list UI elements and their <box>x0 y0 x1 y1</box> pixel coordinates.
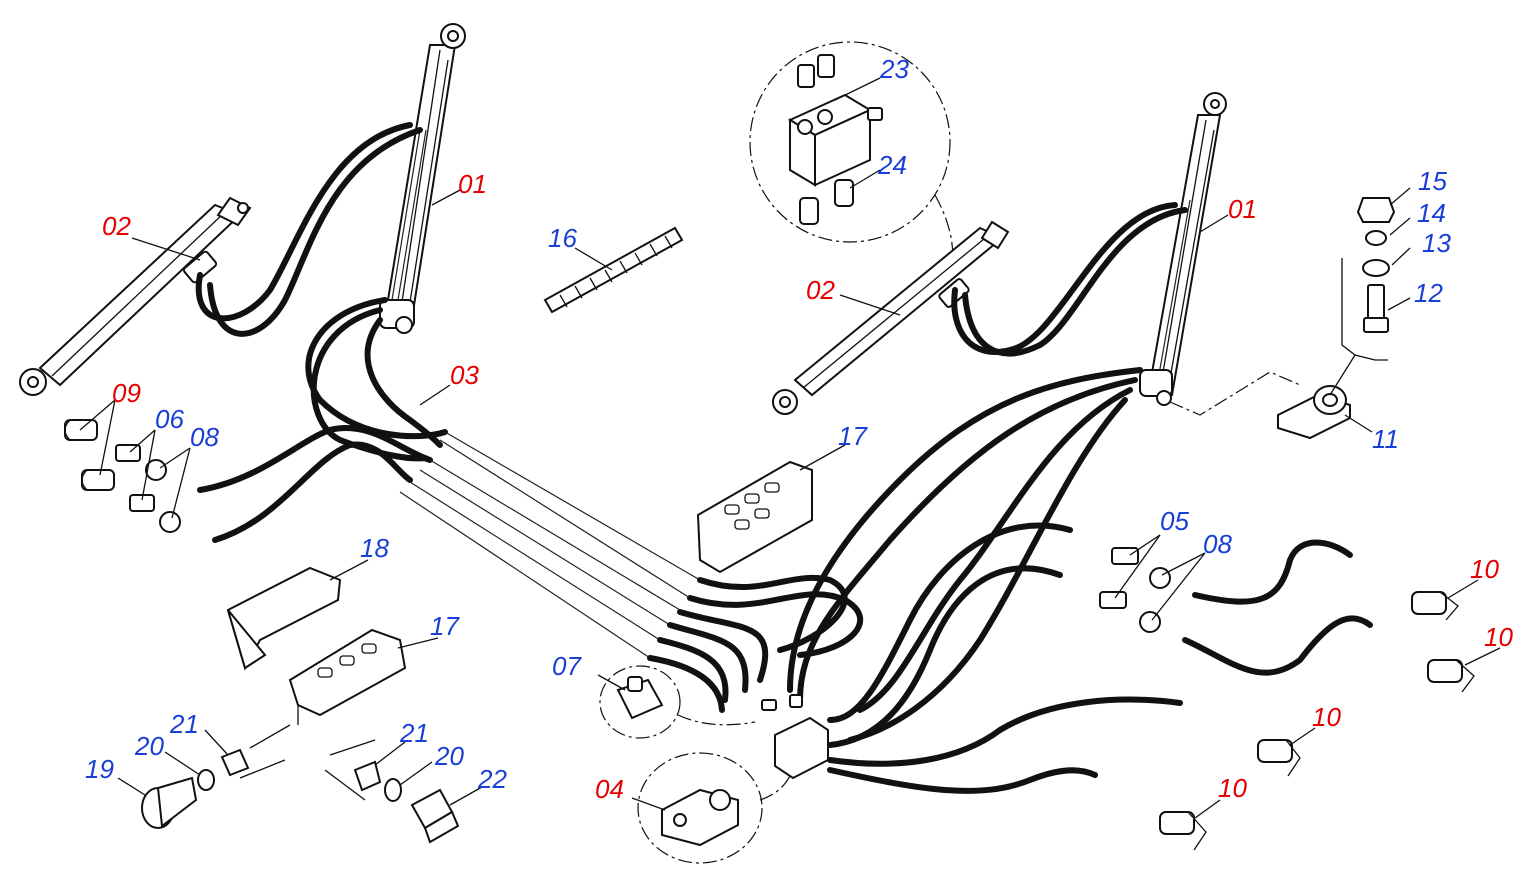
callout-16: 16 <box>548 223 577 253</box>
callout-17-left: 17 <box>430 611 460 641</box>
detail-circle-valve-block <box>749 41 951 243</box>
coupling-09-lower <box>81 469 115 491</box>
cylinder-01-right <box>1139 92 1227 406</box>
fitting-24 <box>799 179 854 225</box>
washer-20-right <box>384 778 402 802</box>
cylinder-02-left <box>19 196 252 396</box>
adapter-06 <box>115 444 155 512</box>
callout-02-middle: 02 <box>806 275 835 305</box>
callout-10-d: 10 <box>1218 773 1247 803</box>
mounting-plate-17-left <box>288 628 407 725</box>
coupling-09-upper <box>64 419 98 441</box>
bolt-19 <box>141 776 198 829</box>
quick-coupler-10-a <box>1411 591 1459 621</box>
callout-labels: 01 01 02 02 03 04 05 06 07 08 08 09 10 1… <box>85 54 1513 804</box>
callout-08-left: 08 <box>190 422 219 452</box>
callout-10-b: 10 <box>1484 622 1513 652</box>
quick-coupler-10-b <box>1427 659 1475 693</box>
callout-01-right: 01 <box>1228 194 1257 224</box>
callout-19: 19 <box>85 754 114 784</box>
control-valve-04 <box>661 788 739 847</box>
bracket-11 <box>1169 371 1351 440</box>
callout-08-right: 08 <box>1203 529 1232 559</box>
callout-10-a: 10 <box>1470 554 1499 584</box>
nut-21-left <box>220 748 250 777</box>
callout-20-right: 20 <box>434 741 464 771</box>
washer-20-left <box>197 769 215 791</box>
nut-21-right <box>353 760 382 792</box>
callout-23: 23 <box>879 54 909 84</box>
central-valve-block <box>761 694 829 780</box>
hardware-axis <box>1329 258 1388 396</box>
bolt-12 <box>1363 284 1389 333</box>
valve-block-23 <box>787 54 883 187</box>
detail-circle-control-valve <box>637 752 763 864</box>
callout-24: 24 <box>877 150 907 180</box>
callout-09: 09 <box>112 378 141 408</box>
cover-18 <box>226 566 342 671</box>
quick-coupler-10-d <box>1159 811 1207 851</box>
detail-circle-fitting <box>599 665 681 739</box>
callout-21-right: 21 <box>399 718 429 748</box>
bolt-22 <box>410 788 460 844</box>
callout-10-c: 10 <box>1312 702 1341 732</box>
nut-08-right <box>1139 567 1171 633</box>
callout-20-left: 20 <box>134 731 164 761</box>
callout-05: 05 <box>1160 506 1189 536</box>
callout-13: 13 <box>1422 228 1451 258</box>
callout-04: 04 <box>595 774 624 804</box>
hose-bundle-03 <box>195 122 1373 794</box>
detail-leader-fitting <box>677 714 756 726</box>
lock-washer-14 <box>1365 230 1387 246</box>
callout-06: 06 <box>155 404 184 434</box>
tee-fitting-07 <box>616 676 664 720</box>
callout-21-left: 21 <box>169 709 199 739</box>
washer-13 <box>1362 259 1390 277</box>
cylinder-02-middle <box>772 220 1010 415</box>
adapter-05 <box>1099 547 1139 609</box>
callout-15: 15 <box>1418 166 1447 196</box>
callout-07: 07 <box>552 651 582 681</box>
callout-22: 22 <box>477 764 507 794</box>
callout-14: 14 <box>1417 198 1446 228</box>
nut-08-left <box>145 459 181 533</box>
nut-15 <box>1356 197 1396 223</box>
mounting-plate-17-middle <box>696 460 813 574</box>
cylinder-01-left <box>379 23 466 334</box>
callout-03: 03 <box>450 360 479 390</box>
callout-11: 11 <box>1372 424 1399 454</box>
leader-lines <box>79 77 1501 819</box>
callout-02-left: 02 <box>102 211 131 241</box>
callout-12: 12 <box>1414 278 1443 308</box>
callout-18: 18 <box>360 533 389 563</box>
hose-spiral-16 <box>543 226 684 314</box>
callout-17-middle: 17 <box>838 421 868 451</box>
quick-coupler-10-c <box>1257 739 1301 777</box>
callout-01-left: 01 <box>458 169 487 199</box>
